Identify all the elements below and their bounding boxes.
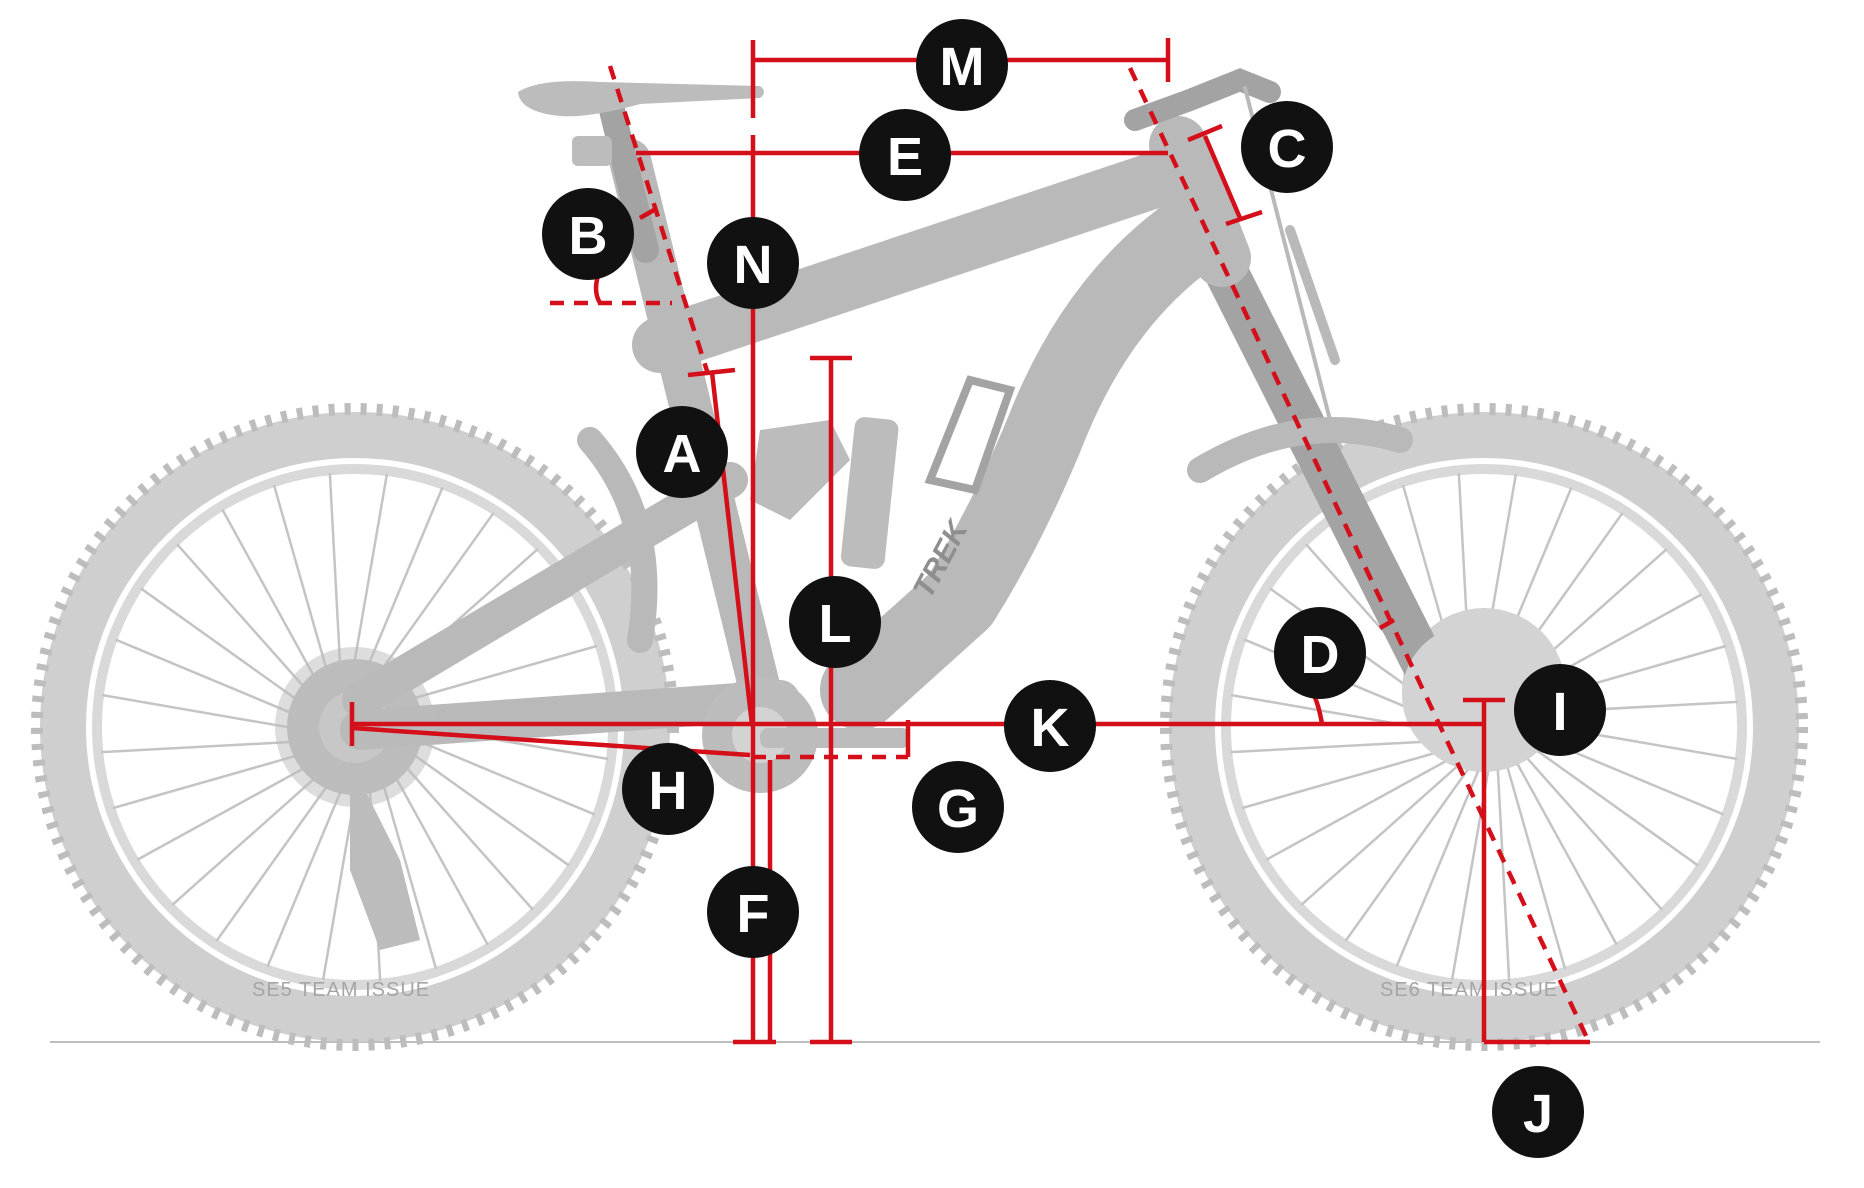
label-d-badge: D: [1274, 607, 1366, 699]
svg-text:L: L: [819, 594, 852, 654]
label-a-badge: A: [636, 406, 728, 498]
front-spoke: [1501, 750, 1567, 970]
measure-b-line: [607, 65, 711, 375]
svg-text:D: D: [1301, 625, 1340, 685]
svg-text:J: J: [1523, 1084, 1553, 1144]
label-badges: M E C B N A L D: [542, 19, 1606, 1158]
front-spoke: [1510, 739, 1663, 911]
front-spoke: [1506, 745, 1618, 946]
front-tire-text: SE6 TEAM ISSUE: [1380, 979, 1558, 1001]
label-f-badge: F: [707, 866, 799, 958]
svg-text:N: N: [734, 235, 773, 295]
label-l-badge: L: [789, 576, 881, 668]
label-e-badge: E: [859, 109, 951, 201]
front-spoke: [1265, 749, 1466, 861]
label-k-badge: K: [1004, 680, 1096, 772]
label-m-badge: M: [916, 19, 1008, 111]
label-c-badge: C: [1241, 101, 1333, 193]
svg-text:H: H: [649, 761, 688, 821]
measurement-lines: [349, 38, 1591, 1045]
label-n-badge: N: [707, 217, 799, 309]
svg-text:G: G: [937, 779, 979, 839]
svg-text:A: A: [663, 424, 702, 484]
svg-text:F: F: [737, 884, 770, 944]
label-g-badge: G: [912, 761, 1004, 853]
label-j-badge: J: [1492, 1066, 1584, 1158]
front-spoke: [1512, 732, 1699, 867]
svg-text:C: C: [1268, 119, 1307, 179]
svg-text:I: I: [1552, 682, 1567, 742]
label-h-badge: H: [622, 743, 714, 835]
svg-text:K: K: [1031, 698, 1070, 758]
measure-c-line: [1202, 135, 1243, 219]
front-spoke: [1241, 744, 1461, 810]
label-b-badge: B: [542, 188, 634, 280]
svg-text:B: B: [569, 206, 608, 266]
bike-frame: TREK: [275, 68, 1542, 950]
rear-tire-text: SE5 TEAM ISSUE: [252, 979, 430, 1001]
front-spoke: [1300, 753, 1472, 906]
front-spoke: [1495, 753, 1511, 981]
svg-text:E: E: [887, 127, 923, 187]
measure-d-line: [1127, 67, 1591, 1041]
front-spoke: [1230, 738, 1458, 754]
label-i-badge: I: [1514, 664, 1606, 756]
front-spoke: [1344, 755, 1479, 942]
svg-text:M: M: [940, 37, 985, 97]
